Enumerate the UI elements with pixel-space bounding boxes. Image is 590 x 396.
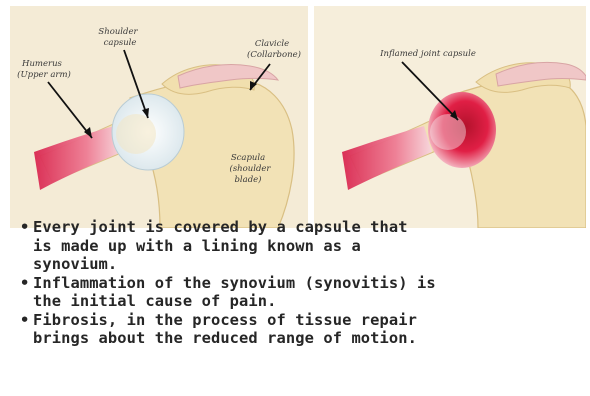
inflamed-capsule-label: Inflamed joint capsule	[379, 49, 476, 59]
bullet-item: • Inflammation of the synovium (synoviti…	[20, 274, 586, 311]
capsule-label: Shoulder	[98, 27, 138, 37]
humeral-head-inflamed	[430, 114, 466, 150]
bullet-line: the initial cause of pain.	[33, 292, 586, 311]
bullet-line: synovium.	[33, 255, 586, 274]
scapula-label: Scapula	[231, 153, 265, 163]
bullet-line: Inflammation of the synovium (synovitis)…	[33, 274, 586, 293]
scapula-label-sub: (shoulder	[230, 163, 272, 174]
bullet-line: Every joint is covered by a capsule that	[33, 218, 586, 237]
bullet-item: • Fibrosis, in the process of tissue rep…	[20, 311, 586, 348]
humeral-head	[116, 114, 156, 154]
shoulder-joint-illustration: Humerus (Upper arm) Shoulder capsule Cla…	[10, 6, 586, 228]
humerus-label: Humerus	[21, 59, 63, 69]
capsule-label-sub: capsule	[104, 38, 137, 48]
scapula-label-sub2: blade)	[234, 174, 261, 185]
humerus-label-sub: (Upper arm)	[17, 69, 71, 80]
clavicle-label-sub: (Collarbone)	[247, 49, 301, 60]
clavicle-label: Clavicle	[255, 39, 289, 49]
bullet-item: • Every joint is covered by a capsule th…	[20, 218, 586, 274]
bullet-dot: •	[20, 218, 29, 237]
bullet-line: is made up with a lining known as a	[33, 237, 586, 256]
bullet-line: Fibrosis, in the process of tissue repai…	[33, 311, 586, 330]
bullet-line: brings about the reduced range of motion…	[33, 329, 586, 348]
bullet-dot: •	[20, 274, 29, 293]
bullet-list: • Every joint is covered by a capsule th…	[20, 218, 586, 348]
bullet-dot: •	[20, 311, 29, 330]
